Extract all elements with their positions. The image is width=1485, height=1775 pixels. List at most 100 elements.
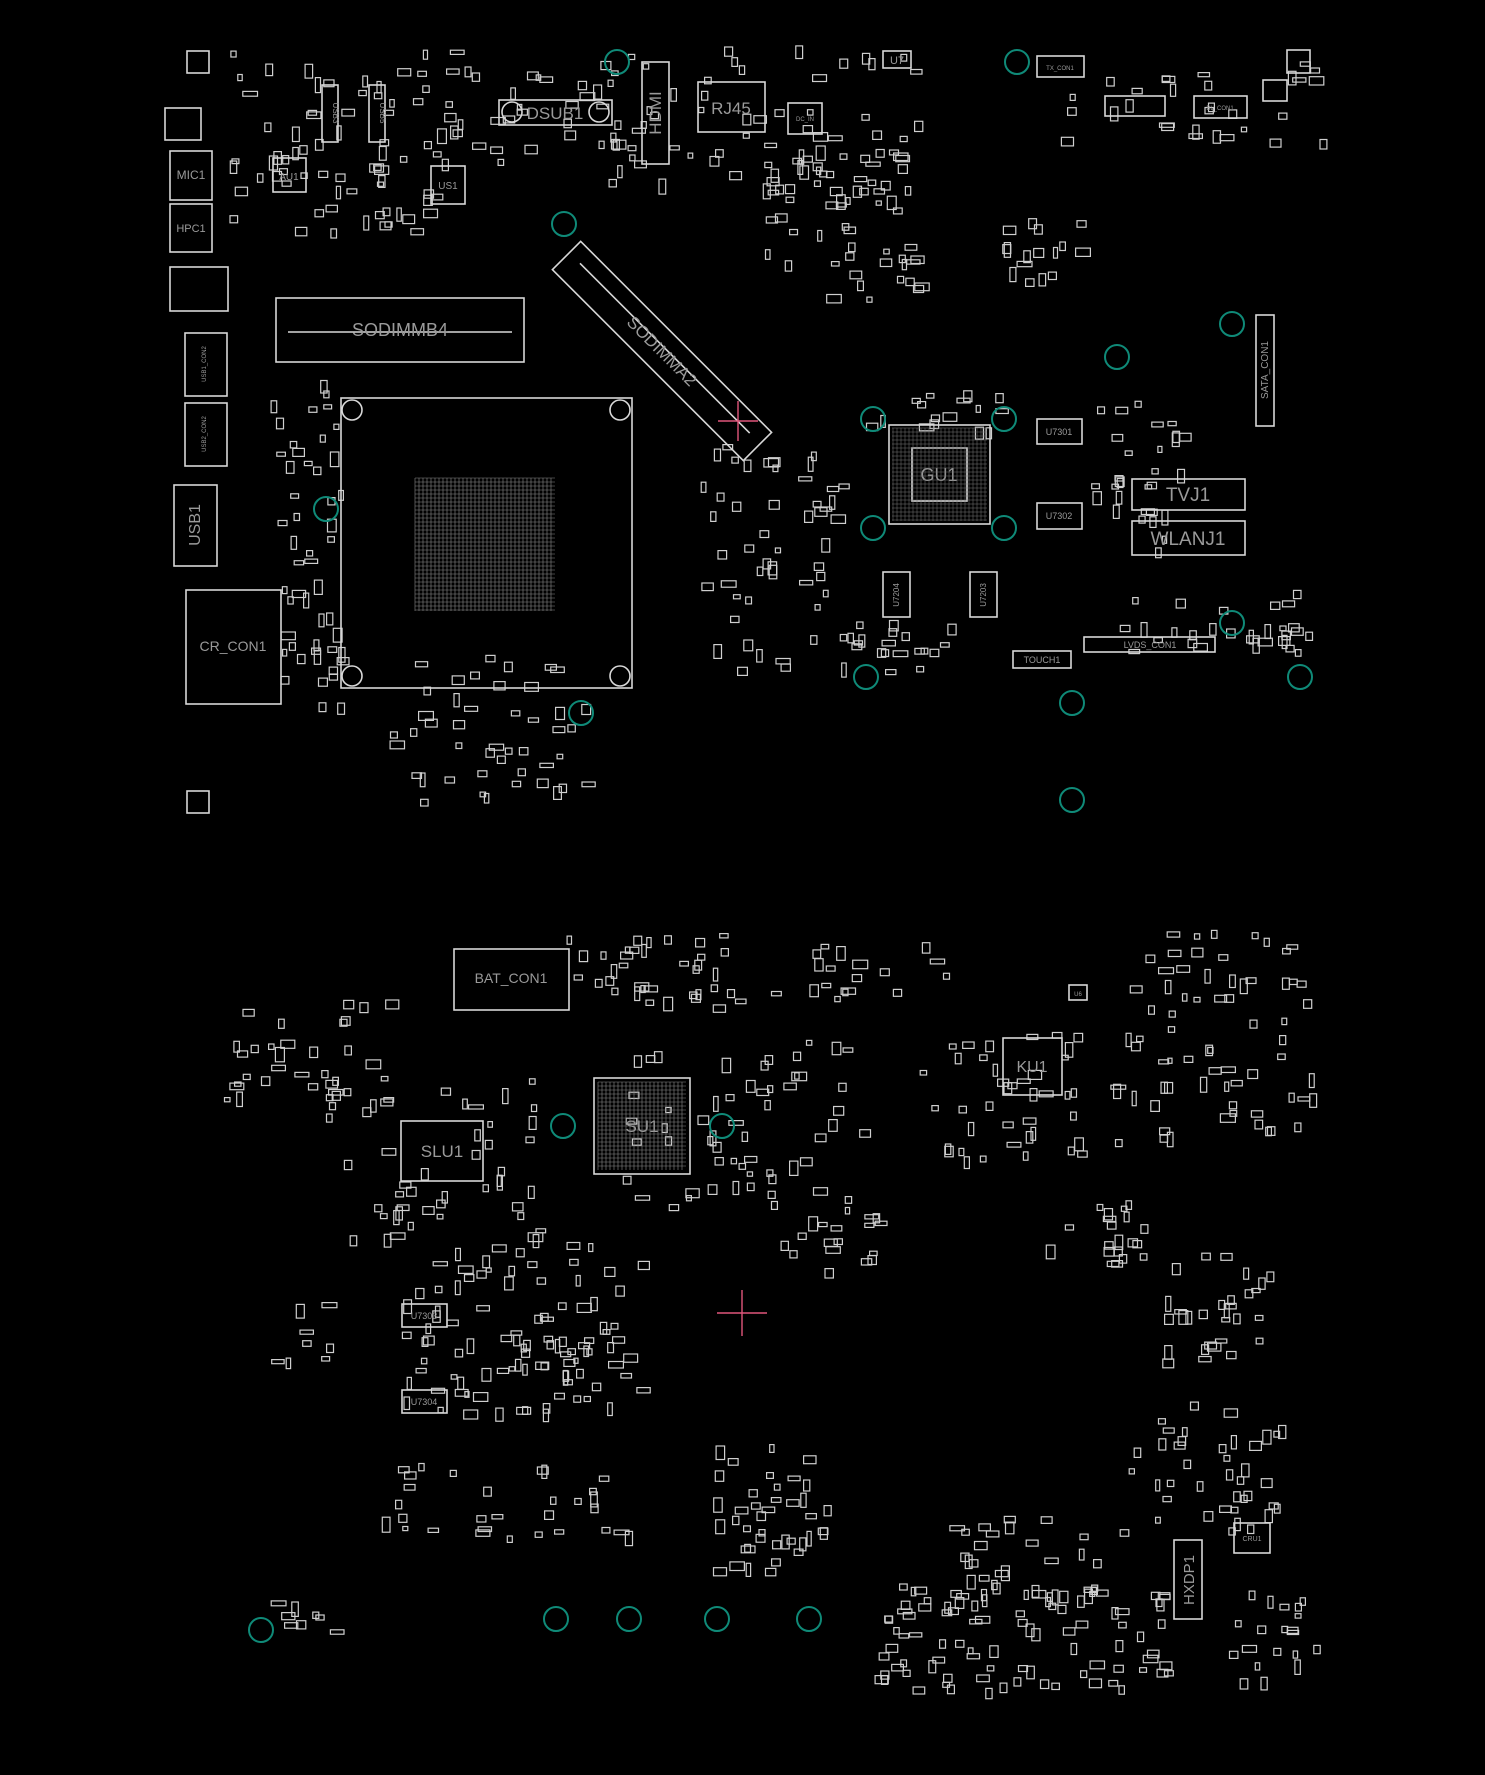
component-jack[interactable] <box>169 266 229 312</box>
component-sodimmb4[interactable]: SODIMMB4 <box>275 297 525 363</box>
component-sata-con1[interactable]: SATA_CON1 <box>1255 314 1275 427</box>
component-gu1[interactable]: GU1 <box>888 424 991 525</box>
smd-pad <box>793 1548 804 1556</box>
smd-pad <box>714 1156 724 1166</box>
smd-pad <box>395 1499 403 1510</box>
smd-pad <box>1132 1239 1143 1249</box>
component-u7[interactable]: U7 <box>882 50 912 69</box>
component-touch1[interactable]: TOUCH1 <box>1012 650 1072 669</box>
component-lvds-con1[interactable]: LVDS_CON1 <box>1083 636 1216 653</box>
smd-pad <box>764 142 778 149</box>
smd-pad <box>515 1248 525 1258</box>
component-button[interactable] <box>1262 79 1288 102</box>
smd-pad <box>1031 1584 1040 1598</box>
smd-pad <box>1075 1620 1089 1629</box>
component-u7203[interactable]: U7203 <box>969 571 998 618</box>
smd-pad <box>1025 1539 1039 1547</box>
cpu-socket[interactable] <box>340 397 633 689</box>
smd-pad <box>491 1244 507 1253</box>
smd-pad <box>497 158 505 166</box>
component-slu1[interactable]: SLU1 <box>400 1120 484 1182</box>
smd-pad <box>669 145 680 151</box>
smd-pad <box>1239 978 1248 995</box>
smd-pad <box>834 995 841 1003</box>
smd-pad <box>282 155 290 165</box>
smd-pad <box>293 512 301 522</box>
smd-pad <box>929 419 940 430</box>
smd-pad <box>845 197 851 206</box>
smd-pad <box>389 98 395 108</box>
smd-pad <box>1236 1476 1245 1485</box>
component-ku1[interactable]: KU1 <box>1002 1037 1063 1096</box>
smd-pad <box>455 742 463 750</box>
component-usb1[interactable]: USB1 <box>173 484 218 567</box>
smd-pad <box>1026 1665 1035 1680</box>
component-u7301[interactable]: U7301 <box>1036 418 1083 445</box>
smd-pad <box>1220 1252 1233 1261</box>
smd-pad <box>1294 1602 1303 1612</box>
component-tx-con1[interactable]: TX_CON1 <box>1036 55 1085 78</box>
label-dsub1: DSUB1 <box>527 104 584 123</box>
smd-pad <box>496 755 506 764</box>
smd-pad <box>295 1620 307 1630</box>
smd-pad <box>798 579 814 586</box>
component-mic1[interactable]: MIC1 <box>169 150 213 201</box>
component-bat-con1[interactable]: BAT_CON1 <box>453 948 570 1011</box>
smd-pad <box>504 1276 514 1291</box>
component-hxdp1[interactable]: HXDP1 <box>1173 1539 1203 1620</box>
mounting-hole <box>1219 610 1245 636</box>
smd-pad <box>349 1235 358 1247</box>
smd-pad <box>389 731 399 739</box>
component-dc-in[interactable]: DC_IN <box>787 102 823 135</box>
smd-pad <box>536 1277 547 1285</box>
smd-pad <box>985 1101 994 1111</box>
smd-pad <box>270 1600 287 1607</box>
component-u7303[interactable]: U7303 <box>401 1303 448 1328</box>
component-rj45[interactable]: RJ45 <box>697 81 766 133</box>
smd-pad <box>819 1527 828 1540</box>
component-switch[interactable] <box>164 107 202 141</box>
smd-pad <box>661 1123 668 1134</box>
smd-pad <box>1183 1459 1192 1470</box>
component-bl-con1[interactable]: BL_CON1 <box>1193 95 1248 119</box>
smd-pad <box>860 154 871 164</box>
smd-pad <box>463 1273 475 1282</box>
component-u7304[interactable]: U7304 <box>401 1389 448 1414</box>
smd-pad <box>450 125 459 140</box>
smd-pad <box>1092 491 1102 506</box>
smd-pad <box>786 1537 796 1545</box>
component-wlanj1[interactable]: WLANJ1 <box>1131 520 1246 556</box>
smd-pad <box>844 1195 853 1204</box>
component-connector[interactable] <box>1104 95 1166 117</box>
smd-pad <box>563 1379 573 1386</box>
smd-pad <box>788 228 799 236</box>
component-su1[interactable]: SU1 <box>593 1077 691 1175</box>
smd-pad <box>645 999 655 1006</box>
component-usb2-con2[interactable]: USB2_CON2 <box>184 402 228 467</box>
smd-pad <box>740 1545 756 1554</box>
component-cr-con1[interactable]: CR_CON1 <box>185 589 282 705</box>
component-tvj1[interactable]: TVJ1 <box>1131 478 1246 511</box>
smd-pad <box>436 1213 444 1220</box>
component-au1[interactable]: AU1 <box>272 157 307 193</box>
component-u7204[interactable]: U7204 <box>882 571 911 618</box>
component-cru1[interactable]: CRU1 <box>1233 1522 1271 1554</box>
smd-pad <box>381 1516 391 1533</box>
component-u6[interactable]: U6 <box>1068 984 1088 1001</box>
component-usb5[interactable]: USB5 <box>368 84 387 143</box>
component-dsub1[interactable]: DSUB1 <box>498 99 613 126</box>
smd-pad <box>558 1336 567 1347</box>
component-hpc1[interactable]: HPC1 <box>169 203 213 253</box>
component-hdmi[interactable]: HDMI <box>641 61 670 165</box>
label-hpc1: HPC1 <box>176 223 205 235</box>
component-sodimma2[interactable]: SODIMMA2 <box>551 240 773 462</box>
smd-pad <box>825 201 839 210</box>
smd-pad <box>1175 598 1186 609</box>
smd-pad <box>1092 1558 1102 1569</box>
component-us1[interactable]: US1 <box>430 165 466 205</box>
component-usb3[interactable]: USB3 <box>321 84 340 143</box>
component-usb1-con2[interactable]: USB1_CON2 <box>184 332 228 397</box>
smd-pad <box>495 1407 504 1422</box>
component-u7302[interactable]: U7302 <box>1036 502 1083 530</box>
